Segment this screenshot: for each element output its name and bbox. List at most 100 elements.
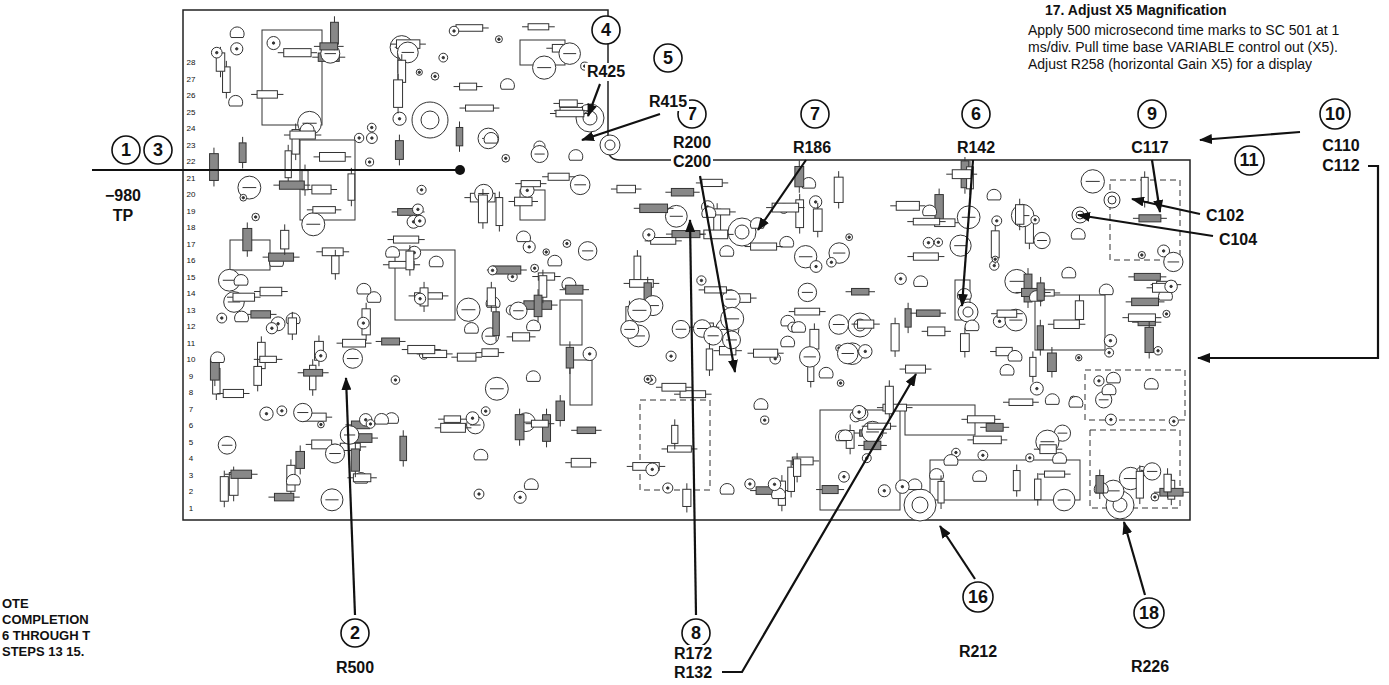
lead bbox=[323, 372, 329, 373]
trimpot-symbol bbox=[1143, 463, 1160, 480]
callout-number-text: 4 bbox=[591, 15, 621, 45]
resistor-symbol bbox=[395, 141, 403, 160]
lead bbox=[571, 430, 577, 431]
capacitor-symbol bbox=[466, 412, 479, 425]
resistor-symbol bbox=[938, 481, 944, 503]
trimpot-symbol bbox=[1164, 252, 1183, 271]
lead bbox=[817, 203, 818, 209]
lead bbox=[713, 350, 719, 351]
callout-number: 10 bbox=[1319, 98, 1351, 130]
lead bbox=[509, 201, 515, 202]
solder-pad bbox=[434, 75, 436, 77]
capacitor-symbol bbox=[761, 416, 769, 424]
lead bbox=[1016, 491, 1017, 497]
part-label: C200 bbox=[671, 153, 713, 171]
trimpot-slot bbox=[347, 358, 359, 359]
trimpot-slot bbox=[802, 292, 813, 293]
solder-pad bbox=[216, 51, 218, 53]
resistor-symbol bbox=[634, 256, 641, 280]
lead bbox=[496, 306, 497, 312]
capacitor-symbol bbox=[768, 478, 780, 490]
trimpot-symbol bbox=[531, 146, 548, 163]
lead bbox=[728, 234, 734, 235]
lead bbox=[257, 385, 258, 391]
lead bbox=[552, 305, 558, 306]
lead bbox=[674, 443, 675, 449]
capacitor-symbol bbox=[1094, 376, 1104, 386]
part-label: R186 bbox=[791, 139, 833, 157]
lead bbox=[1003, 402, 1009, 403]
lead bbox=[941, 503, 942, 509]
solder-pad bbox=[1154, 496, 1156, 498]
resistor-symbol bbox=[285, 151, 291, 178]
lead bbox=[312, 57, 318, 58]
solder-pad bbox=[1110, 418, 1112, 420]
capacitor-symbol bbox=[644, 375, 651, 382]
lead bbox=[435, 427, 441, 428]
component-body bbox=[300, 140, 355, 220]
trimpot-symbol bbox=[478, 128, 499, 149]
capacitor-symbol bbox=[366, 420, 375, 429]
resistor-symbol bbox=[834, 177, 843, 202]
lead bbox=[242, 162, 243, 168]
resistor-symbol bbox=[400, 436, 407, 460]
lead bbox=[995, 225, 996, 231]
solder-pad bbox=[420, 189, 422, 191]
trimpot-slot bbox=[1010, 281, 1024, 282]
transistor-symbol bbox=[965, 320, 979, 331]
trimpot-symbol bbox=[325, 444, 344, 463]
resistor-symbol bbox=[891, 324, 899, 351]
grid-number: 13 bbox=[186, 306, 197, 315]
trimpot-slot bbox=[563, 53, 576, 54]
lead bbox=[216, 394, 217, 400]
resistor-symbol bbox=[1013, 471, 1020, 491]
lead bbox=[254, 291, 260, 292]
resistor-symbol bbox=[1009, 399, 1033, 405]
lead bbox=[877, 407, 883, 408]
resistor-symbol bbox=[960, 334, 969, 352]
resistor-symbol bbox=[1145, 327, 1153, 352]
trimpot-symbol bbox=[829, 315, 849, 335]
lead bbox=[560, 395, 561, 401]
resistor-symbol bbox=[496, 198, 503, 226]
transistor-symbol bbox=[375, 413, 389, 424]
lead bbox=[306, 444, 312, 445]
lead bbox=[1128, 276, 1134, 277]
lead bbox=[459, 121, 460, 127]
lead bbox=[268, 497, 274, 498]
capacitor-symbol bbox=[277, 406, 287, 416]
trimpot-symbol bbox=[800, 347, 821, 368]
lead bbox=[401, 54, 402, 60]
lead bbox=[1038, 474, 1044, 475]
lead bbox=[1056, 449, 1062, 450]
lead bbox=[335, 209, 341, 210]
resistor-symbol bbox=[794, 459, 801, 477]
resistor-symbol bbox=[640, 204, 668, 212]
lead bbox=[460, 108, 466, 109]
solder-pad bbox=[442, 56, 444, 58]
lead bbox=[555, 276, 561, 277]
capacitor-symbol bbox=[543, 249, 549, 255]
trimmer-rotor bbox=[1108, 196, 1116, 204]
lead bbox=[493, 108, 499, 109]
resistor-symbol bbox=[822, 486, 838, 494]
resistor-symbol bbox=[858, 320, 874, 328]
lead bbox=[338, 46, 344, 47]
resistor-symbol bbox=[406, 251, 414, 270]
leader-line bbox=[92, 169, 456, 171]
resistor-symbol bbox=[332, 256, 339, 274]
resistor-symbol bbox=[231, 470, 252, 478]
lead bbox=[596, 430, 602, 431]
solder-pad bbox=[320, 355, 322, 357]
resistor-symbol bbox=[223, 389, 243, 397]
grid-number: 8 bbox=[188, 388, 194, 397]
grid-number: 27 bbox=[186, 75, 197, 84]
lead bbox=[1003, 427, 1009, 428]
resistor-symbol bbox=[973, 436, 1001, 444]
resistor-symbol bbox=[885, 386, 893, 414]
lead bbox=[424, 306, 425, 312]
resistor-symbol bbox=[559, 100, 577, 107]
capacitor-symbol bbox=[358, 317, 370, 329]
component-body bbox=[395, 250, 455, 320]
solder-pad bbox=[320, 423, 322, 425]
